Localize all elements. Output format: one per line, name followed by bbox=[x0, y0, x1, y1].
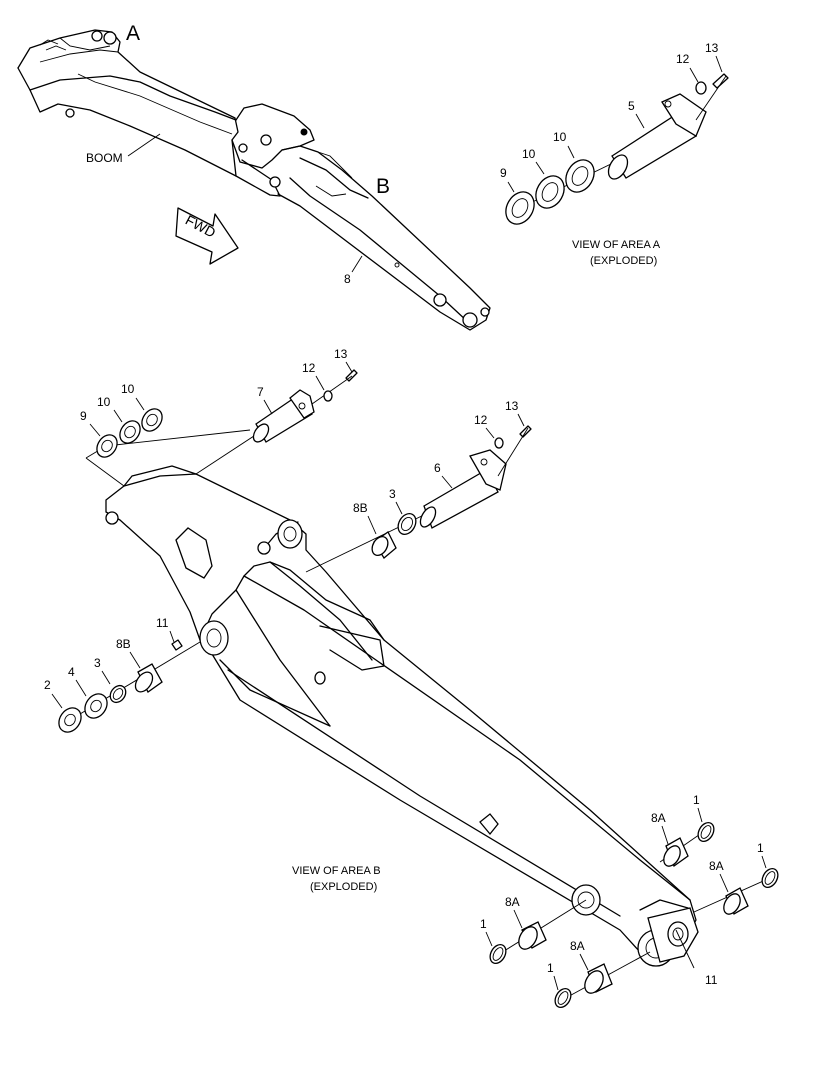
callout-b-12b: 12 bbox=[474, 413, 488, 427]
washer-10b bbox=[565, 159, 595, 193]
callout-b-8Ba: 8B bbox=[353, 501, 368, 515]
area-a-caption-line2: (EXPLODED) bbox=[590, 255, 657, 267]
callout-b-10a: 10 bbox=[121, 382, 135, 396]
washer-b-4 bbox=[84, 693, 108, 719]
washer-b-2 bbox=[58, 707, 82, 733]
washer-b-9 bbox=[96, 434, 118, 458]
callout-b-8Bb: 8B bbox=[116, 637, 131, 651]
callout-b-11b: 11 bbox=[705, 973, 718, 987]
lightening-hole bbox=[175, 527, 213, 579]
ring-b-1b bbox=[761, 868, 779, 888]
ring-b-1d bbox=[554, 988, 572, 1008]
stick-assembly-top bbox=[277, 145, 491, 331]
callout-a-5: 5 bbox=[628, 99, 635, 113]
callout-b-9: 9 bbox=[80, 409, 87, 423]
washer-9 bbox=[505, 191, 535, 225]
area-letter-b: B bbox=[376, 175, 390, 198]
boom-assembly bbox=[17, 29, 315, 197]
callout-8-top: 8 bbox=[344, 272, 351, 286]
bolt-13 bbox=[712, 73, 729, 89]
area-b-caption-line2: (EXPLODED) bbox=[310, 881, 377, 893]
callout-b-3a: 3 bbox=[389, 487, 396, 501]
fwd-label: FWD bbox=[183, 212, 219, 241]
pin-5 bbox=[607, 93, 707, 180]
washer-b-10a bbox=[119, 420, 141, 444]
washer-12 bbox=[695, 81, 707, 95]
oring-b-3a bbox=[397, 513, 417, 535]
callout-b-4: 4 bbox=[68, 665, 75, 679]
bolt-b-13a bbox=[345, 369, 358, 382]
callout-b-12a: 12 bbox=[302, 361, 316, 375]
callout-b-13a: 13 bbox=[334, 347, 348, 361]
callout-b-6: 6 bbox=[434, 461, 441, 475]
callout-a-10b: 10 bbox=[522, 147, 536, 161]
callout-b-11a: 11 bbox=[156, 616, 169, 630]
area-a-caption-line1: VIEW OF AREA A bbox=[572, 239, 661, 251]
callout-a-13: 13 bbox=[705, 41, 719, 55]
callout-b-13b: 13 bbox=[505, 399, 519, 413]
boom-label: BOOM bbox=[86, 151, 123, 165]
washer-10a bbox=[535, 175, 565, 209]
callout-a-10a: 10 bbox=[553, 130, 567, 144]
washer-b-10b bbox=[141, 408, 163, 432]
callout-b-8Aa: 8A bbox=[651, 811, 666, 825]
washer-b-12b bbox=[494, 437, 504, 449]
area-letter-a: A bbox=[126, 22, 140, 45]
pin-6 bbox=[419, 449, 507, 529]
oring-b-3b bbox=[109, 684, 127, 704]
bolt-b-11a bbox=[171, 639, 183, 651]
callout-b-1a: 1 bbox=[693, 793, 700, 807]
callout-b-7: 7 bbox=[257, 385, 264, 399]
pin-7 bbox=[252, 389, 315, 443]
callout-b-10b: 10 bbox=[97, 395, 111, 409]
callout-b-1c: 1 bbox=[480, 917, 487, 931]
callout-b-2: 2 bbox=[44, 678, 51, 692]
callout-a-9: 9 bbox=[500, 166, 507, 180]
fwd-arrow: FWD bbox=[175, 207, 239, 265]
callout-b-1d: 1 bbox=[547, 961, 554, 975]
callout-a-12: 12 bbox=[676, 52, 690, 66]
area-b-caption-line1: VIEW OF AREA B bbox=[292, 865, 381, 877]
callout-b-8Ab: 8A bbox=[709, 859, 724, 873]
area-a-exploded-view: 13 12 5 10 10 9 VIEW OF AREA A (EXPLODED… bbox=[500, 41, 729, 267]
washer-b-12a bbox=[323, 390, 333, 402]
bolt-b-13b bbox=[519, 425, 532, 438]
area-b-exploded-view: 13 12 7 10 10 9 13 12 6 3 8B 11 8B 3 4 2… bbox=[44, 347, 779, 1008]
callout-b-3b: 3 bbox=[94, 656, 101, 670]
ring-b-1a bbox=[697, 822, 715, 842]
callout-b-8Ad: 8A bbox=[570, 939, 585, 953]
callout-b-1b: 1 bbox=[757, 841, 764, 855]
ring-b-1c bbox=[489, 944, 507, 964]
callout-b-8Ac: 8A bbox=[505, 895, 520, 909]
